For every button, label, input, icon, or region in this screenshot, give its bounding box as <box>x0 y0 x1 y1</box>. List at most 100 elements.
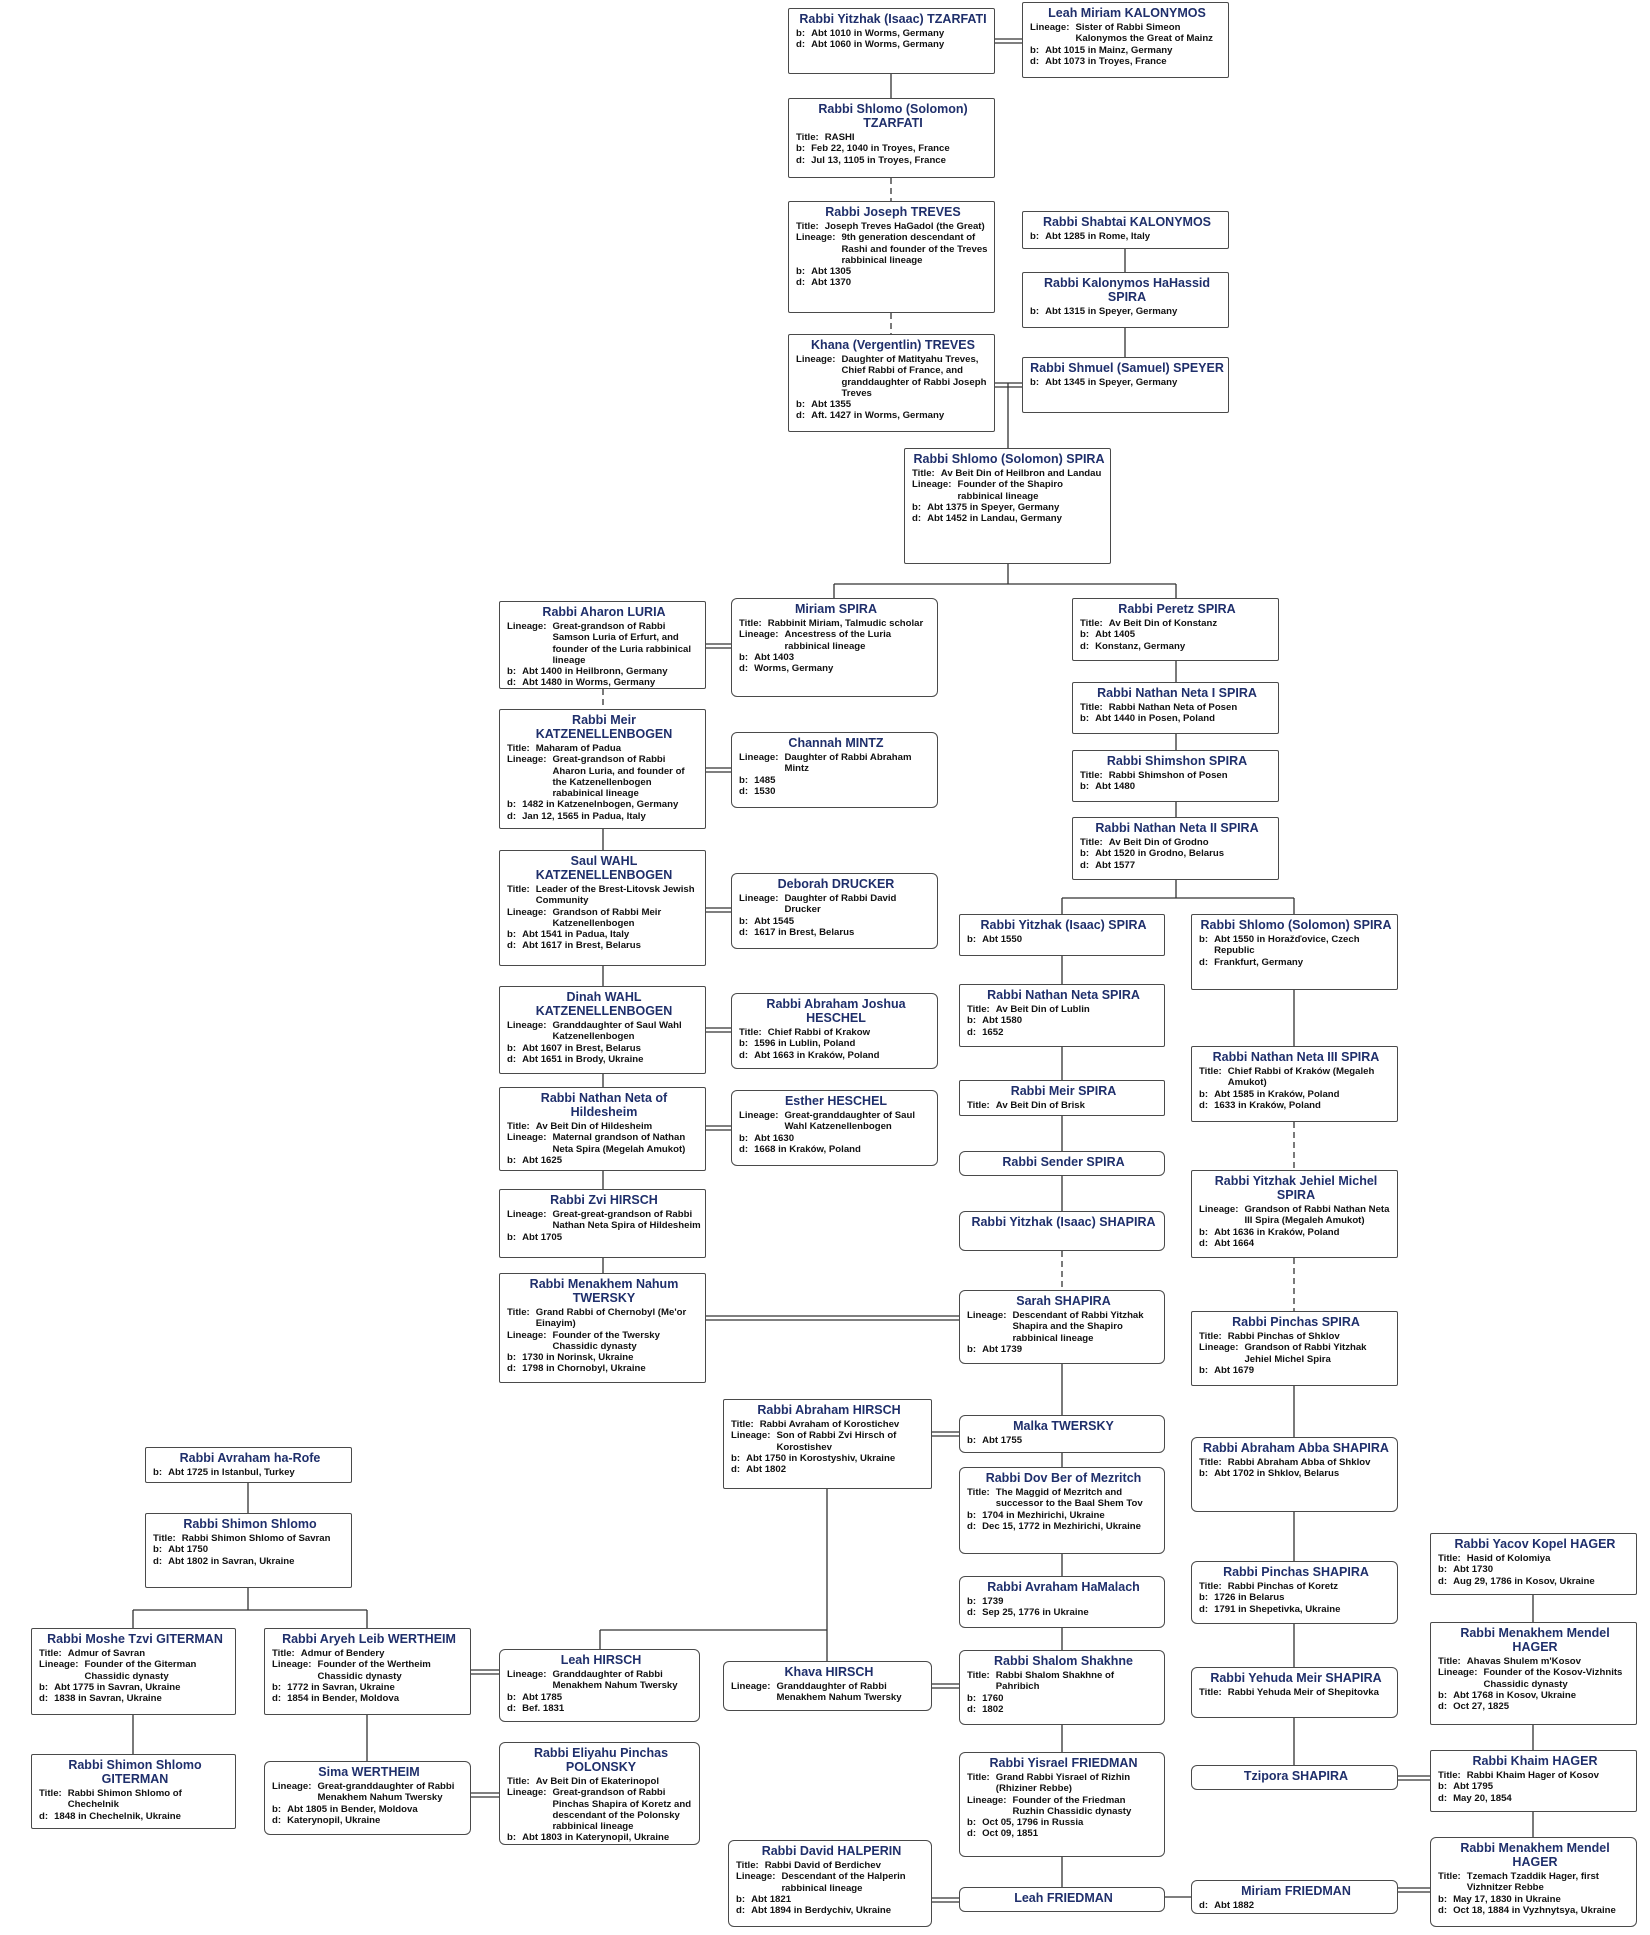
detail-label: d: <box>507 1702 517 1714</box>
detail-label: b: <box>739 1132 749 1144</box>
person-box-tzipora-shapira[interactable]: Tzipora SHAPIRA <box>1191 1765 1398 1790</box>
person-detail-row: d:Abt 1617 in Brest, Belarus <box>507 940 701 951</box>
detail-label: d: <box>739 926 749 938</box>
person-detail-row: b:Oct 05, 1796 in Russia <box>967 1817 1160 1828</box>
detail-value: Oct 27, 1825 <box>1453 1701 1510 1713</box>
person-detail-row: d:1633 in Kraków, Poland <box>1199 1100 1393 1111</box>
detail-value: Granddaughter of Rabbi Menakhem Nahum Tw… <box>776 1681 902 1704</box>
detail-label: b: <box>507 1352 517 1364</box>
person-box-leah-friedman[interactable]: Leah FRIEDMAN <box>959 1887 1165 1912</box>
detail-value: Abt 1663 in Kraków, Poland <box>754 1049 880 1061</box>
person-detail-row: d:Abt 1651 in Brody, Ukraine <box>507 1054 701 1065</box>
detail-label: b: <box>796 399 806 411</box>
detail-value: Katerynopil, Ukraine <box>287 1814 381 1826</box>
person-detail-row: Title:Grand Rabbi of Chernobyl (Me'or Ei… <box>507 1307 701 1330</box>
person-detail-row: b:Abt 1015 in Mainz, Germany <box>1030 45 1224 56</box>
detail-label: Title: <box>153 1533 176 1544</box>
person-name: Rabbi Shimon Shlomo <box>183 1517 317 1531</box>
detail-label: d: <box>507 677 517 689</box>
detail-value: Abt 1607 in Brest, Belarus <box>522 1042 641 1054</box>
detail-value: Abt 1315 in Speyer, Germany <box>1045 306 1178 317</box>
detail-label: d: <box>272 1814 282 1826</box>
detail-value: Abt 1725 in Istanbul, Turkey <box>168 1467 295 1478</box>
detail-label: Lineage: <box>731 1681 771 1692</box>
person-box-yitzhak-shapira[interactable]: Rabbi Yitzhak (Isaac) SHAPIRA <box>959 1211 1165 1251</box>
detail-label: Lineage: <box>739 893 779 904</box>
detail-label: b: <box>967 1692 977 1704</box>
person-detail-row: b:1596 in Lublin, Poland <box>739 1038 933 1049</box>
person-detail-row: b:Abt 1755 <box>967 1435 1160 1446</box>
person-detail-row: d:Abt 1882 <box>1199 1900 1393 1911</box>
detail-label: b: <box>507 799 517 811</box>
detail-label: Lineage: <box>507 1209 547 1220</box>
detail-label: Title: <box>967 1772 990 1783</box>
person-detail-row: b:Abt 1795 <box>1438 1781 1632 1792</box>
detail-value: Abt 1060 in Worms, Germany <box>811 39 945 51</box>
detail-value: Granddaughter of Rabbi Menakhem Nahum Tw… <box>552 1669 678 1692</box>
detail-value: Abt 1625 <box>522 1154 563 1166</box>
person-detail-row: Lineage:Great-granddaughter of Saul Wahl… <box>739 1110 933 1133</box>
detail-value: Granddaughter of Saul Wahl Katzenellenbo… <box>552 1020 682 1043</box>
person-box-sender-spira[interactable]: Rabbi Sender SPIRA <box>959 1151 1165 1176</box>
detail-label: d: <box>1199 1603 1209 1615</box>
